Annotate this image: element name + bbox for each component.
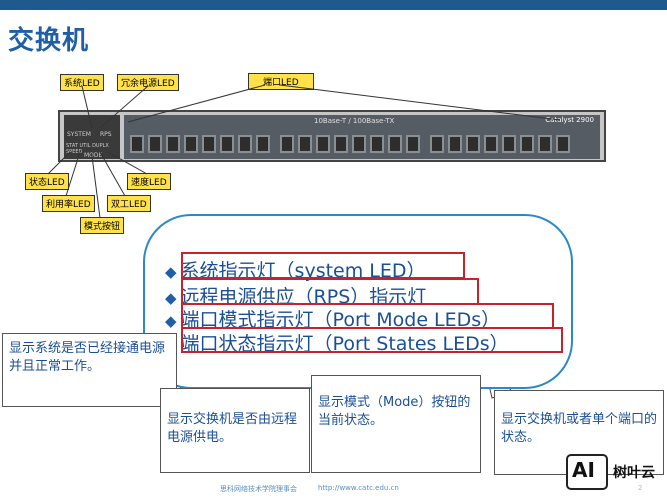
ctrl-label-status: STAT UTIL DUPLX SPEED	[66, 143, 109, 155]
tag-port-led: 端口LED	[248, 73, 314, 90]
item-text: 端口状态指示灯（Port States LEDs）	[180, 333, 509, 355]
item-text: 系统指示灯（system LED）	[180, 260, 426, 282]
note-system: 显示系统是否已经接通电源并且正常工作。	[2, 333, 177, 407]
tag-rps-led: 冗余电源LED	[117, 74, 179, 91]
highlight-box	[181, 252, 465, 279]
diamond-bullet-icon: ◆	[165, 289, 177, 307]
footer-url[interactable]: http://www.catc.edu.cn	[318, 484, 399, 492]
list-item: ◆端口模式指示灯（Port Mode LEDs）	[165, 305, 500, 332]
switch-model-label: Catalyst 2900	[545, 116, 594, 124]
tag-speed-led: 速度LED	[127, 173, 171, 190]
port-panel-header: 10Base-T / 100Base-TX	[314, 117, 395, 125]
port	[256, 135, 270, 153]
port	[166, 135, 180, 153]
ctrl-label-rps: RPS	[100, 131, 112, 138]
port	[352, 135, 366, 153]
ctrl-label-system: SYSTEM	[67, 131, 91, 138]
highlight-box	[181, 303, 554, 329]
port	[280, 135, 294, 153]
port-row	[130, 135, 574, 153]
port	[448, 135, 462, 153]
highlight-box	[181, 327, 563, 353]
tag-status-led: 状态LED	[25, 173, 69, 190]
port	[202, 135, 216, 153]
port	[502, 135, 516, 153]
diamond-bullet-icon: ◆	[165, 312, 177, 330]
switch-port-panel: 10Base-T / 100Base-TX Catalyst 2900	[124, 115, 600, 159]
port	[388, 135, 402, 153]
port	[148, 135, 162, 153]
tag-duplex-led: 双工LED	[107, 195, 151, 212]
port	[238, 135, 252, 153]
port	[484, 135, 498, 153]
tag-util-led: 利用率LED	[42, 195, 95, 212]
diamond-bullet-icon: ◆	[165, 263, 177, 281]
port	[334, 135, 348, 153]
port	[316, 135, 330, 153]
ctrl-label-mode: MODE	[84, 152, 103, 159]
note-rps: 显示交换机是否由远程电源供电。	[160, 388, 310, 473]
port	[184, 135, 198, 153]
list-item: ◆系统指示灯（system LED）	[165, 256, 426, 283]
logo-mark: AI	[572, 458, 595, 482]
port	[466, 135, 480, 153]
page-title: 交换机	[8, 26, 90, 56]
watermark-text: 树叶云	[613, 465, 655, 481]
top-banner	[0, 0, 667, 10]
port	[220, 135, 234, 153]
port	[538, 135, 552, 153]
page-number: 2	[638, 484, 643, 492]
port	[406, 135, 420, 153]
note-mode: 显示模式（Mode）按钮的当前状态。	[311, 375, 481, 473]
switch-front-panel: SYSTEM RPS STAT UTIL DUPLX SPEED MODE 10…	[58, 110, 606, 162]
port	[430, 135, 444, 153]
footer-org: 思科网络技术学院理事会	[220, 485, 297, 493]
port	[556, 135, 570, 153]
item-text: 端口模式指示灯（Port Mode LEDs）	[180, 309, 501, 331]
switch-control-panel: SYSTEM RPS STAT UTIL DUPLX SPEED MODE	[64, 115, 120, 159]
tag-system-led: 系统LED	[60, 74, 104, 91]
watermark-logo: AI	[566, 454, 608, 490]
port	[370, 135, 384, 153]
highlight-box	[181, 278, 479, 305]
list-item: ◆远程电源供应（RPS）指示灯	[165, 282, 426, 309]
port	[520, 135, 534, 153]
item-text: 远程电源供应（RPS）指示灯	[180, 286, 427, 308]
tag-mode-button: 模式按钮	[80, 217, 125, 234]
port	[130, 135, 144, 153]
port	[298, 135, 312, 153]
